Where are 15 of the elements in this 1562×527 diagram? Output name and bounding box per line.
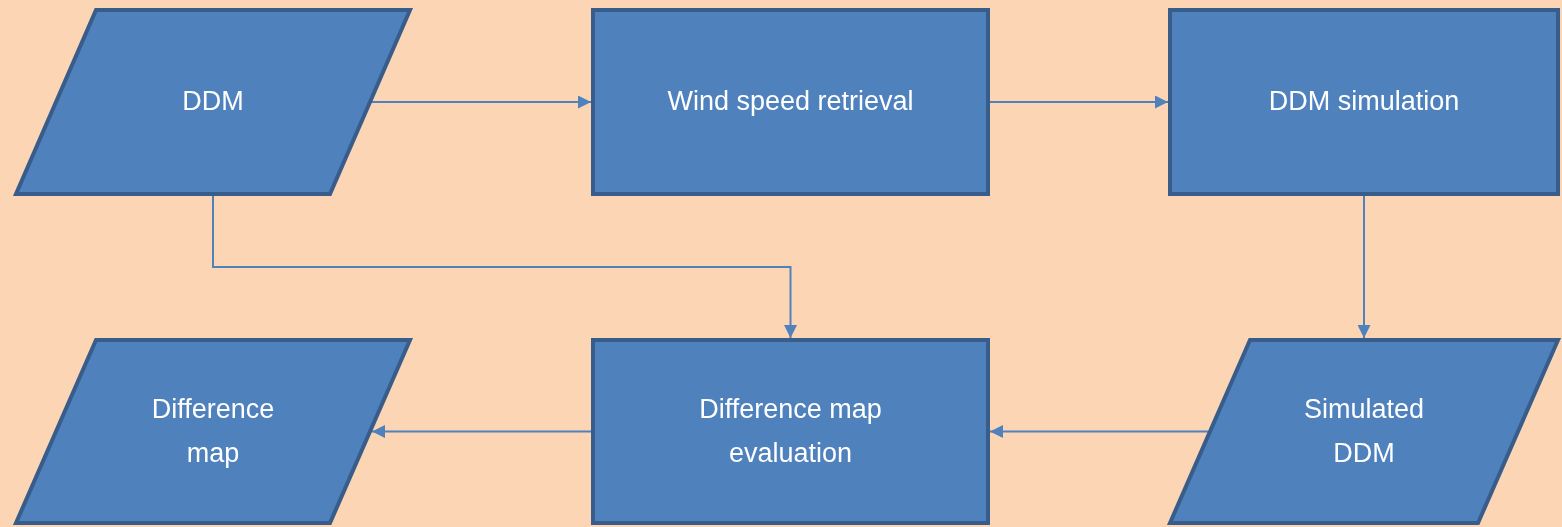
node-label: Simulated DDM [1302, 393, 1426, 470]
node-label: DDM [182, 85, 244, 119]
node-label: Difference map evaluation [698, 393, 883, 470]
arrow [989, 95, 1169, 109]
node-label: Difference map [150, 393, 276, 470]
arrow [1357, 195, 1371, 339]
arrow [212, 195, 797, 339]
node-label: DDM simulation [1268, 85, 1460, 119]
arrow [989, 425, 1209, 438]
process-box [591, 8, 990, 196]
arrow [371, 95, 592, 109]
process-box [1168, 8, 1560, 196]
process-box [591, 338, 990, 525]
arrow [371, 425, 592, 438]
node-label: Wind speed retrieval [667, 85, 914, 119]
